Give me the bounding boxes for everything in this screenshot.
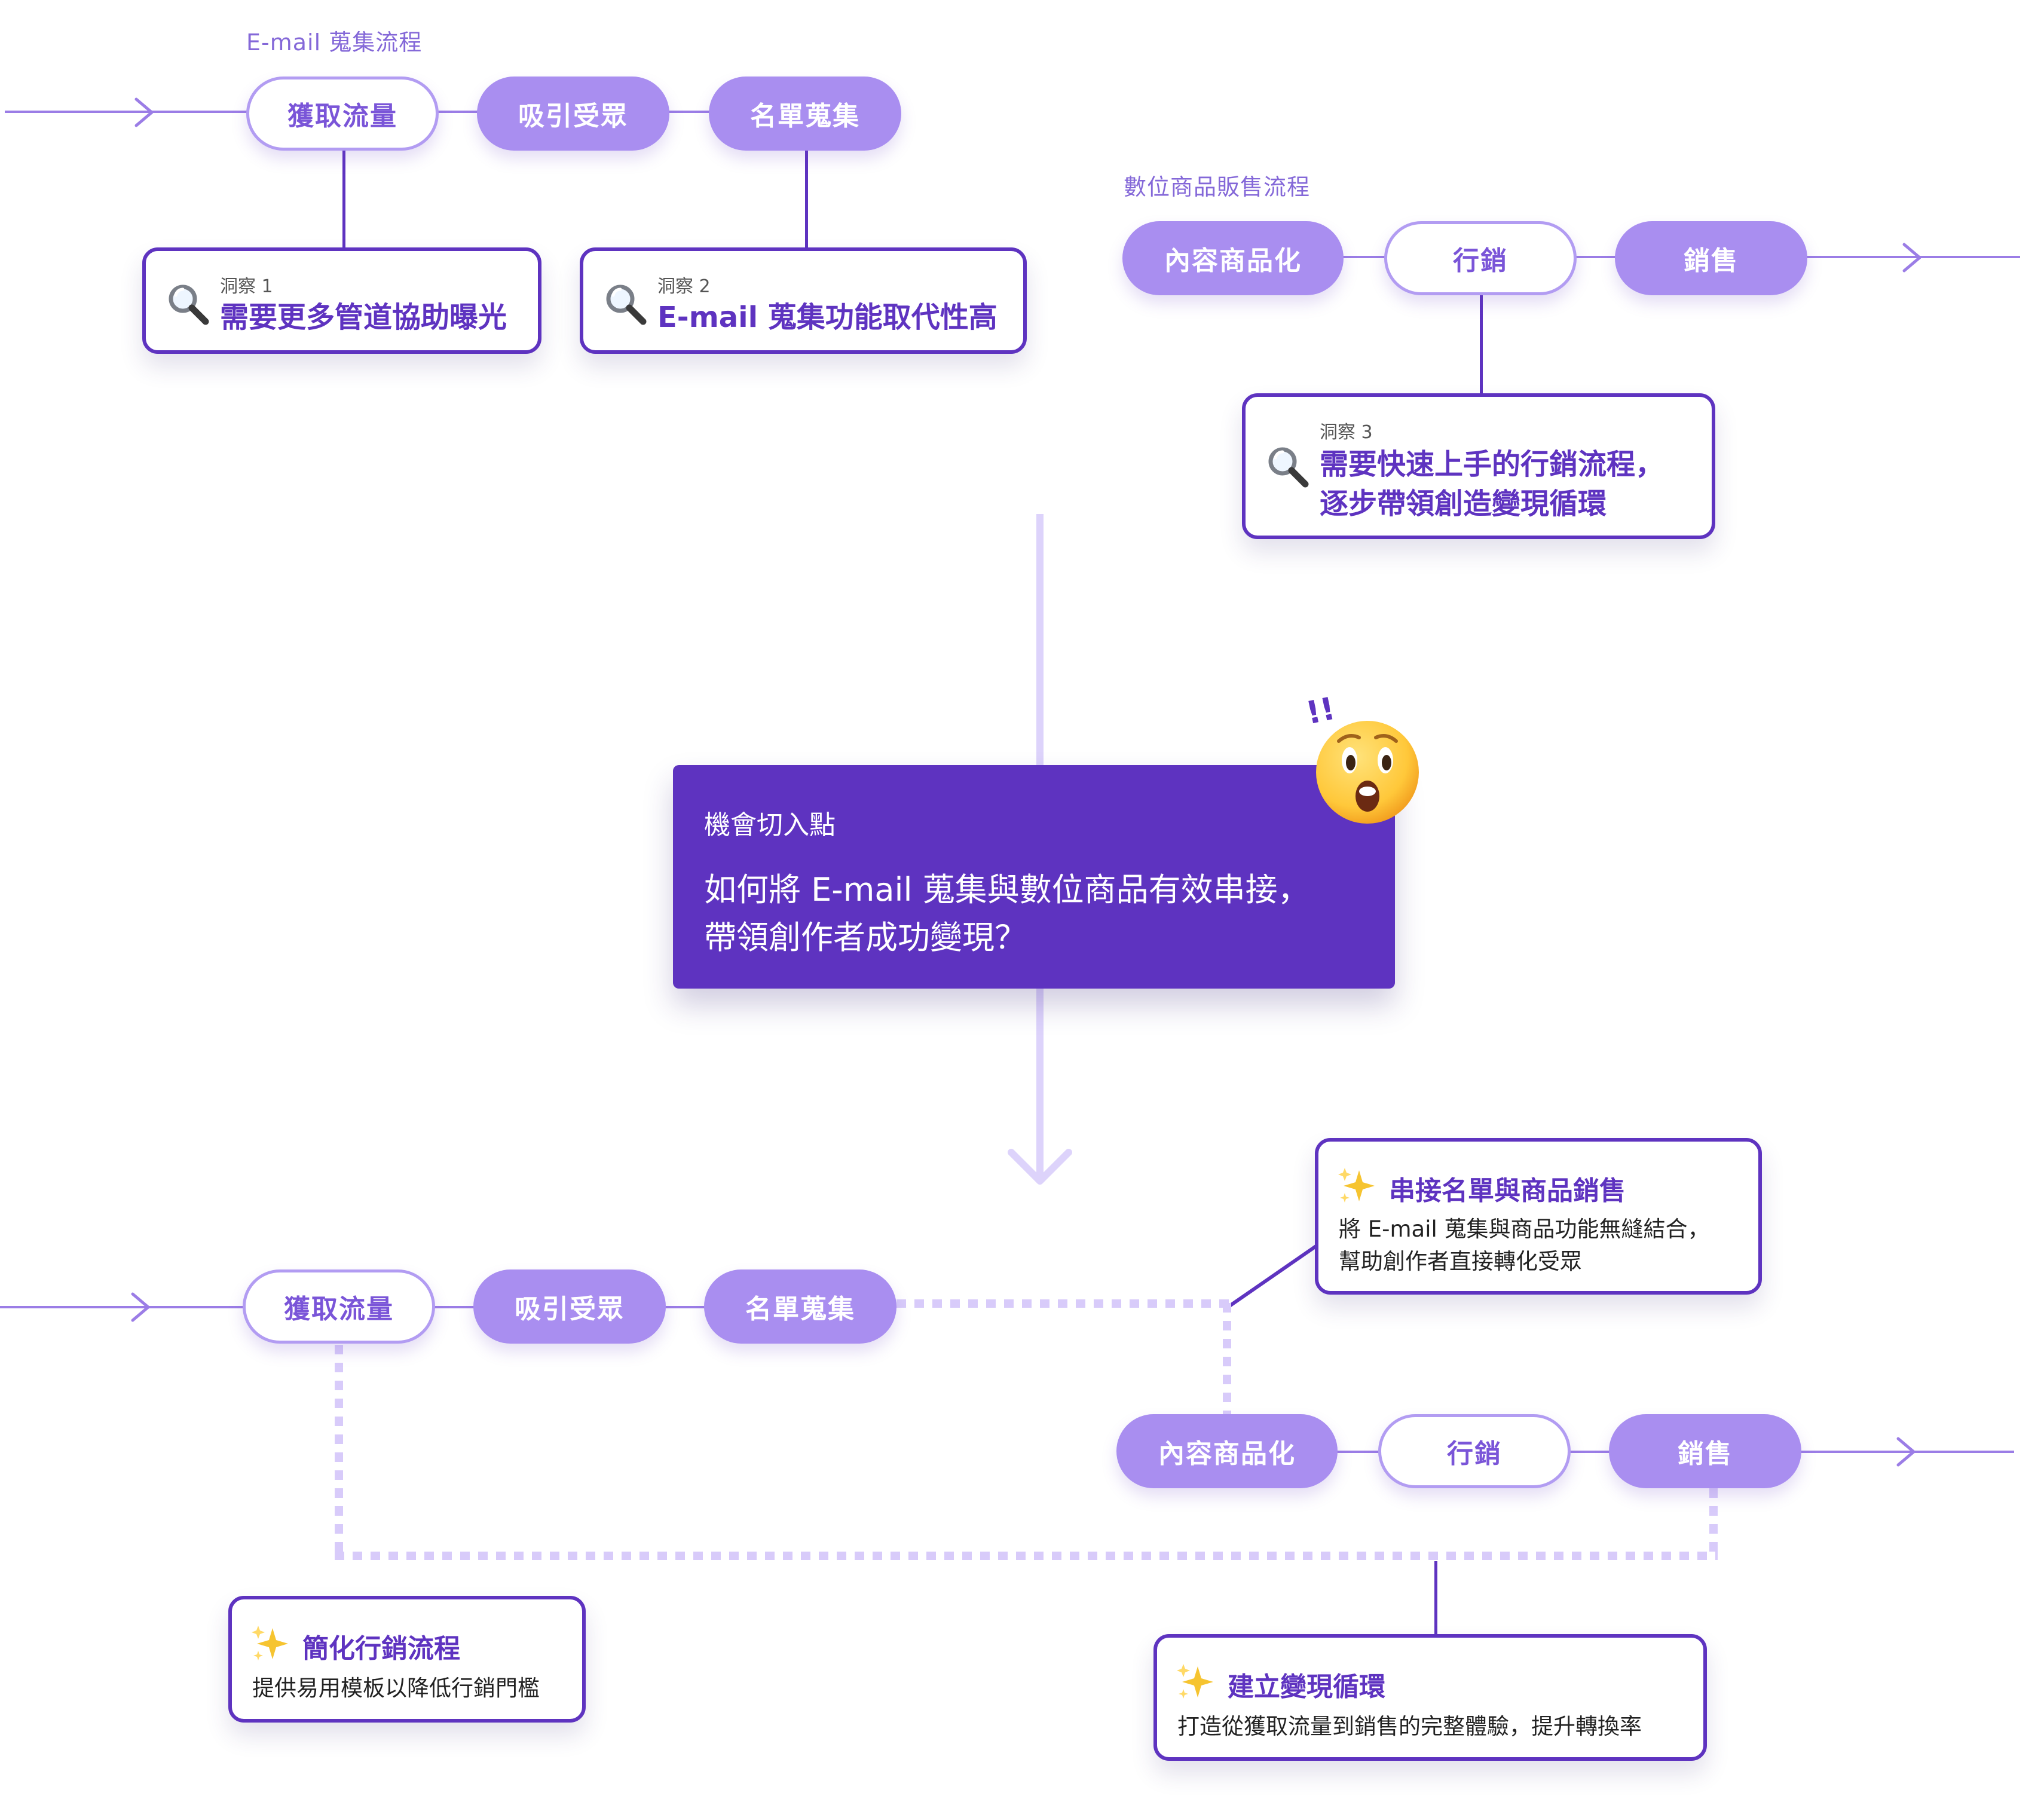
- connector-insight-1: [342, 149, 345, 251]
- solution-3-line-1: 打造從獲取流量到銷售的完整體驗，提升轉換率: [1177, 1714, 1642, 1739]
- insight-2-text: E-mail 蒐集功能取代性高: [657, 301, 997, 334]
- solution-2-line-1: 提供易用模板以降低行銷門檻: [252, 1675, 540, 1701]
- connector-solution-1: [1223, 1240, 1324, 1311]
- insight-1-text: 需要更多管道協助曝光: [220, 301, 507, 334]
- insight-3-kicker: 洞察 3: [1320, 422, 1373, 443]
- top-step-get-traffic: 獲取流量: [246, 77, 439, 151]
- insight-2-kicker: 洞察 2: [657, 276, 711, 297]
- connector-insight-2: [805, 149, 808, 251]
- bottom-email-flow-line: [0, 1306, 896, 1308]
- bottom-digital-flow-arrowhead: [1896, 1437, 1916, 1467]
- insight-card-1: 洞察 1 需要更多管道協助曝光: [142, 247, 541, 354]
- bottom-step-attract-audience: 吸引受眾: [473, 1269, 666, 1344]
- sparkles-icon: [1177, 1664, 1213, 1699]
- solution-2-title: 簡化行銷流程: [302, 1633, 460, 1664]
- solution-card-3: 建立變現循環 打造從獲取流量到銷售的完整體驗，提升轉換率: [1153, 1634, 1707, 1761]
- bottom-step-productize: 內容商品化: [1116, 1414, 1338, 1488]
- solution-3-title: 建立變現循環: [1228, 1672, 1385, 1702]
- sparkles-icon: [1338, 1168, 1375, 1203]
- insight-card-3: 洞察 3 需要快速上手的行銷流程， 逐步帶領創造變現循環: [1242, 393, 1715, 539]
- insight-card-2: 洞察 2 E-mail 蒐集功能取代性高: [580, 247, 1027, 354]
- top-digital-flow-arrowhead: [1902, 243, 1921, 273]
- top-step-productize: 內容商品化: [1122, 221, 1344, 295]
- top-step-marketing: 行銷: [1384, 221, 1577, 295]
- dotted-link-sales-down: [1709, 1488, 1718, 1560]
- top-step-collect-list: 名單蒐集: [709, 77, 901, 151]
- top-step-attract-audience: 吸引受眾: [477, 77, 669, 151]
- bottom-step-sales: 銷售: [1609, 1414, 1801, 1488]
- connector-insight-3: [1480, 295, 1483, 396]
- bottom-step-marketing: 行銷: [1378, 1414, 1571, 1488]
- bottom-step-get-traffic: 獲取流量: [243, 1269, 435, 1344]
- solution-1-title: 串接名單與商品銷售: [1389, 1176, 1626, 1206]
- insight-1-kicker: 洞察 1: [220, 276, 273, 297]
- opportunity-line-2: 帶領創作者成功變現？: [704, 919, 1027, 956]
- solution-1-line-2: 幫助創作者直接轉化受眾: [1339, 1249, 1582, 1274]
- bottom-digital-flow-line: [1153, 1451, 2014, 1453]
- connector-solution-3: [1434, 1561, 1437, 1639]
- opportunity-line-1: 如何將 E-mail 蒐集與數位商品有效串接，: [704, 871, 1310, 908]
- dotted-link-junction-down: [1223, 1303, 1231, 1414]
- top-digital-flow-line: [1159, 256, 2020, 258]
- dotted-link-traffic-down: [335, 1345, 343, 1560]
- dotted-link-bottom: [335, 1552, 1718, 1560]
- magnifier-icon: [606, 285, 647, 325]
- solution-card-1: 串接名單與商品銷售 將 E-mail 蒐集與商品功能無縫結合， 幫助創作者直接轉…: [1315, 1138, 1762, 1295]
- email-flow-title: E-mail 蒐集流程: [246, 29, 423, 56]
- dotted-link-list-to-junction: [896, 1299, 1231, 1308]
- digital-flow-title: 數位商品販售流程: [1124, 174, 1311, 200]
- solution-card-2: 簡化行銷流程 提供易用模板以降低行銷門檻: [228, 1596, 586, 1723]
- insight-3-line-1: 需要快速上手的行銷流程，: [1320, 448, 1664, 481]
- astonished-face-icon: [1316, 721, 1419, 824]
- sparkles-icon: [252, 1626, 288, 1660]
- insight-3-line-2: 逐步帶領創造變現循環: [1320, 487, 1607, 521]
- opportunity-box: 機會切入點 如何將 E-mail 蒐集與數位商品有效串接， 帶領創作者成功變現？: [673, 765, 1395, 989]
- top-step-sales: 銷售: [1615, 221, 1807, 295]
- top-email-flow-arrowhead: [134, 97, 154, 127]
- magnifier-icon: [169, 285, 209, 325]
- bottom-email-flow-arrowhead: [131, 1292, 150, 1322]
- opportunity-kicker: 機會切入點: [704, 810, 836, 840]
- solution-1-line-1: 將 E-mail 蒐集與商品功能無縫結合，: [1339, 1216, 1710, 1242]
- bottom-step-collect-list: 名單蒐集: [704, 1269, 896, 1344]
- magnifier-icon: [1268, 447, 1309, 488]
